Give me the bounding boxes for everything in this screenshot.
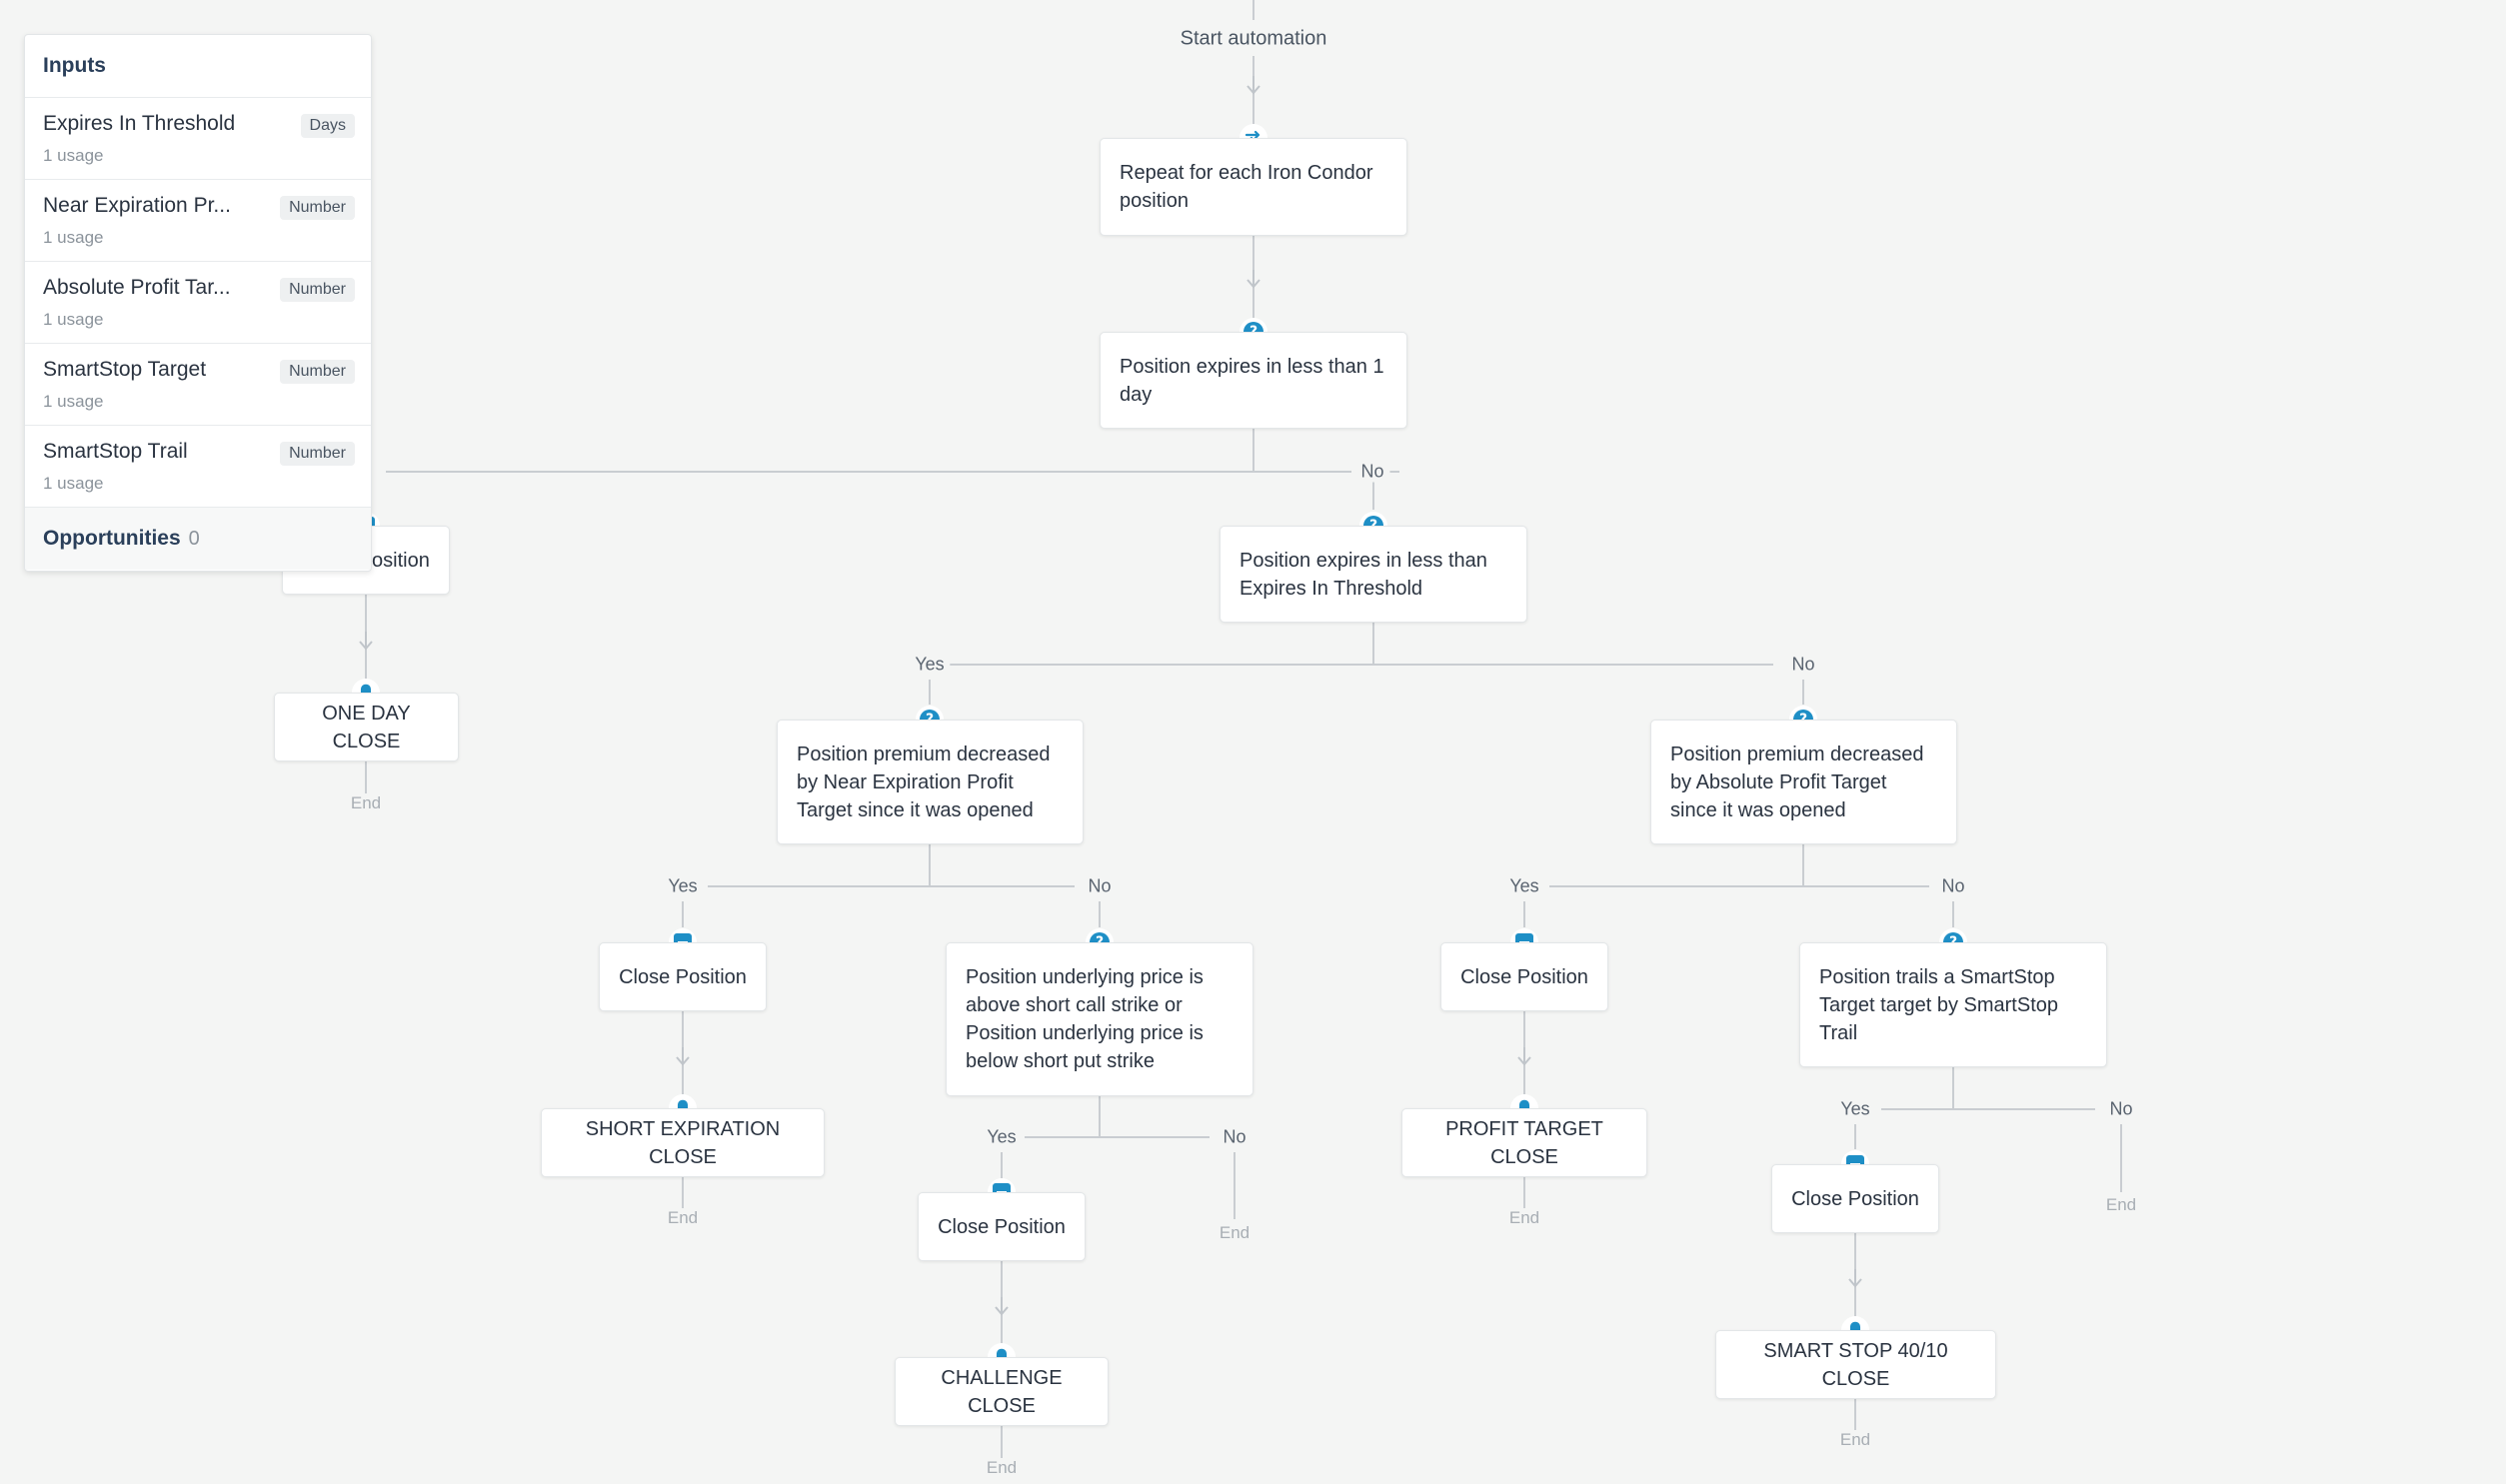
condition-node-absolute-profit[interactable]: Position premium decreased by Absolute P… xyxy=(1650,720,1957,844)
condition-text: Position underlying price is above short… xyxy=(966,966,1204,1072)
branch-yes-label: Yes xyxy=(1834,1098,1876,1120)
alert-text: SHORT EXPIRATION CLOSE xyxy=(585,1117,781,1168)
branch-yes-label: Yes xyxy=(909,654,951,676)
condition-text: Position expires in less than Expires In… xyxy=(1240,549,1487,600)
inputs-panel: Inputs Expires In Threshold Days 1 usage… xyxy=(24,34,372,572)
condition-text: Position expires in less than 1 day xyxy=(1120,355,1384,406)
alert-node-profit-target-close[interactable]: PROFIT TARGET CLOSE xyxy=(1401,1108,1647,1177)
repeat-node[interactable]: Repeat for each Iron Condor position xyxy=(1100,138,1407,236)
branch-no-label: No xyxy=(1082,875,1118,897)
input-name: Expires In Threshold xyxy=(43,112,236,135)
close-position-node-short-expiration[interactable]: Close Position xyxy=(599,942,767,1011)
opportunities-title: Opportunities xyxy=(43,527,181,550)
condition-text: Position trails a SmartStop Target targe… xyxy=(1819,965,2059,1044)
branch-no-label: No xyxy=(1935,875,1971,897)
input-type-badge: Number xyxy=(280,442,355,466)
repeat-node-text: Repeat for each Iron Condor position xyxy=(1120,162,1373,212)
alert-text: SMART STOP 40/10 CLOSE xyxy=(1763,1339,1948,1390)
input-item[interactable]: Absolute Profit Tar... Number 1 usage xyxy=(25,262,371,344)
branch-yes-label: Yes xyxy=(981,1126,1023,1148)
branch-yes-label: Yes xyxy=(1503,875,1545,897)
input-name: SmartStop Target xyxy=(43,358,207,381)
input-item[interactable]: Near Expiration Pr... Number 1 usage xyxy=(25,180,371,262)
end-label: End xyxy=(344,793,388,813)
condition-node-smartstop-trail[interactable]: Position trails a SmartStop Target targe… xyxy=(1799,942,2107,1067)
alert-node-one-day-close[interactable]: ONE DAY CLOSE xyxy=(274,693,459,761)
branch-yes-label: Yes xyxy=(662,875,704,897)
end-label: End xyxy=(980,1458,1024,1478)
close-position-text: Close Position xyxy=(1460,965,1588,988)
end-label: End xyxy=(1213,1223,1256,1243)
alert-text: CHALLENGE CLOSE xyxy=(941,1366,1063,1417)
alert-node-short-expiration-close[interactable]: SHORT EXPIRATION CLOSE xyxy=(541,1108,825,1177)
condition-text: Position premium decreased by Absolute P… xyxy=(1670,742,1924,821)
condition-node-one-day[interactable]: Position expires in less than 1 day xyxy=(1100,332,1407,429)
input-item[interactable]: SmartStop Target Number 1 usage xyxy=(25,344,371,426)
input-usage: 1 usage xyxy=(43,310,104,329)
alert-node-smart-stop-close[interactable]: SMART STOP 40/10 CLOSE xyxy=(1715,1330,1996,1399)
branch-no-label: No xyxy=(2103,1098,2139,1120)
opportunities-section[interactable]: Opportunities 0 xyxy=(25,508,371,570)
input-usage: 1 usage xyxy=(43,474,104,493)
input-type-badge: Number xyxy=(280,278,355,302)
inputs-panel-title: Inputs xyxy=(25,35,371,98)
branch-no-label: No xyxy=(1217,1126,1253,1148)
input-type-badge: Number xyxy=(280,196,355,220)
condition-node-expires-threshold[interactable]: Position expires in less than Expires In… xyxy=(1220,526,1527,623)
close-position-text: Close Position xyxy=(619,965,747,988)
branch-no-label: No xyxy=(1354,461,1390,483)
input-name: Near Expiration Pr... xyxy=(43,194,231,217)
input-item[interactable]: SmartStop Trail Number 1 usage xyxy=(25,426,371,508)
close-position-text: Close Position xyxy=(1791,1187,1919,1210)
condition-text: Position premium decreased by Near Expir… xyxy=(797,742,1051,821)
input-usage: 1 usage xyxy=(43,392,104,411)
alert-text: PROFIT TARGET CLOSE xyxy=(1445,1117,1603,1168)
input-name: Absolute Profit Tar... xyxy=(43,276,231,299)
start-automation-label: Start automation xyxy=(1174,27,1333,51)
alert-text: ONE DAY CLOSE xyxy=(322,702,411,752)
end-label: End xyxy=(661,1208,705,1228)
alert-node-challenge-close[interactable]: CHALLENGE CLOSE xyxy=(895,1357,1109,1426)
close-position-node-challenge[interactable]: Close Position xyxy=(918,1192,1086,1261)
end-label: End xyxy=(1502,1208,1546,1228)
close-position-node-smartstop[interactable]: Close Position xyxy=(1771,1164,1939,1233)
input-type-badge: Days xyxy=(300,114,355,138)
end-label: End xyxy=(2099,1195,2143,1215)
close-position-text: Close Position xyxy=(938,1215,1066,1238)
condition-node-underlying-strike[interactable]: Position underlying price is above short… xyxy=(946,942,1253,1096)
input-item[interactable]: Expires In Threshold Days 1 usage xyxy=(25,98,371,180)
input-type-badge: Number xyxy=(280,360,355,384)
end-label: End xyxy=(1833,1430,1877,1450)
input-usage: 1 usage xyxy=(43,146,104,165)
input-usage: 1 usage xyxy=(43,228,104,247)
close-position-node-profit-target[interactable]: Close Position xyxy=(1440,942,1608,1011)
branch-no-label: No xyxy=(1785,654,1821,676)
opportunities-count: 0 xyxy=(188,528,200,550)
input-name: SmartStop Trail xyxy=(43,440,188,463)
condition-node-near-expiration-profit[interactable]: Position premium decreased by Near Expir… xyxy=(777,720,1084,844)
